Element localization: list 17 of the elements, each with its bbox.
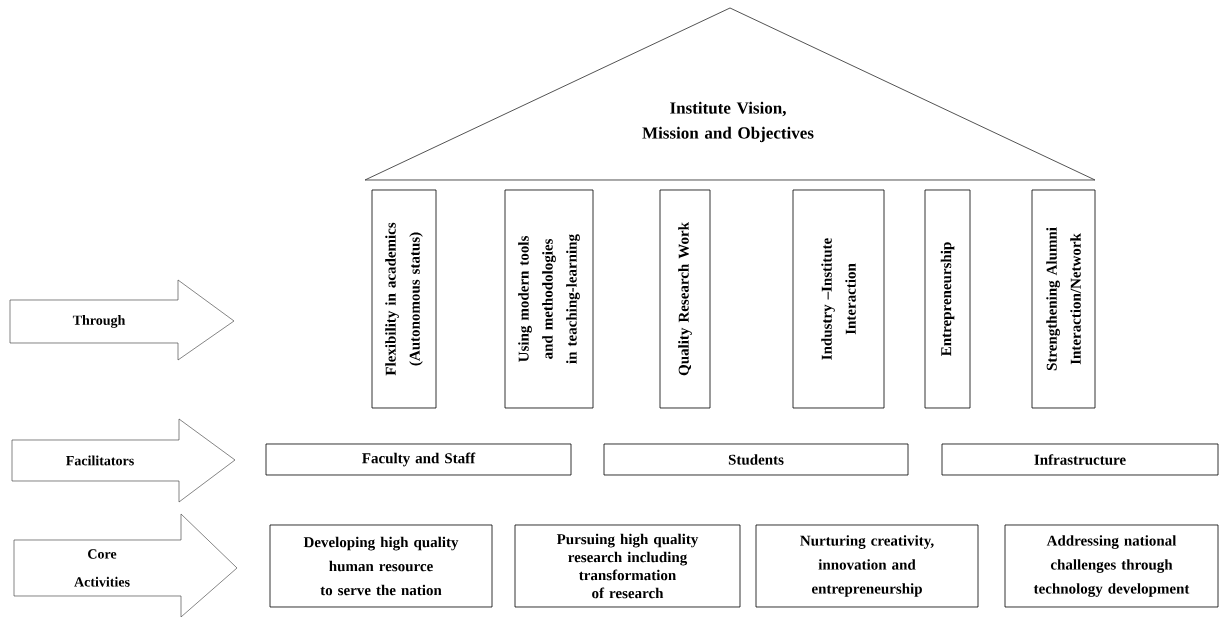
facilitator-box: Infrastructure [941, 443, 1219, 476]
pillar-box: Entrepreneurship [924, 189, 971, 409]
activity-box: Developing high quality human resource to serve the nation [269, 524, 493, 608]
activity-box: Pursuing high quality research including transformation of research [514, 524, 741, 608]
facilitator-box: Faculty and Staff [265, 443, 572, 476]
pillar-box: Using modern tools and methodologies in teaching-learning [504, 189, 594, 409]
row-heading: Core Activities [13, 513, 238, 617]
roof-triangle: Institute Vision, Mission and Objectives [364, 7, 1096, 181]
pillar-box: Industry –Institute Interaction [792, 189, 885, 409]
pillar-box: Strengthening Alumni Interaction/Network [1031, 189, 1096, 409]
row-heading: Facilitators [11, 418, 236, 503]
row-heading: Through [9, 279, 235, 361]
pillar-box: Quality Research Work [659, 189, 711, 409]
activity-box: Nurturing creativity, innovation and entrepreneurship [755, 524, 979, 608]
facilitator-box: Students [603, 443, 909, 476]
activity-box: Addressing national challenges through technology development [1004, 524, 1219, 608]
pillar-box: Flexibility in academics (Autonomous status) [371, 189, 437, 409]
